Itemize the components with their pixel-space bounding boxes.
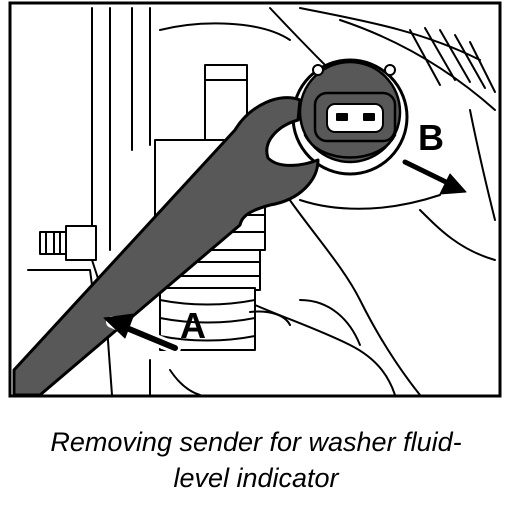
caption-line-1: Removing sender for washer fluid- <box>50 427 462 457</box>
reservoir-housing <box>91 7 496 395</box>
arrow-a-icon <box>103 313 181 354</box>
caption-line-2: level indicator <box>173 463 339 493</box>
figure-caption: Removing sender for washer fluid- level … <box>0 424 512 496</box>
label-a: A <box>180 305 206 346</box>
mounting-bolt <box>27 225 97 286</box>
label-b: B <box>418 117 444 158</box>
sender-connector <box>291 58 409 176</box>
wrench-tool <box>12 96 320 395</box>
arrow-b-icon <box>399 156 467 195</box>
